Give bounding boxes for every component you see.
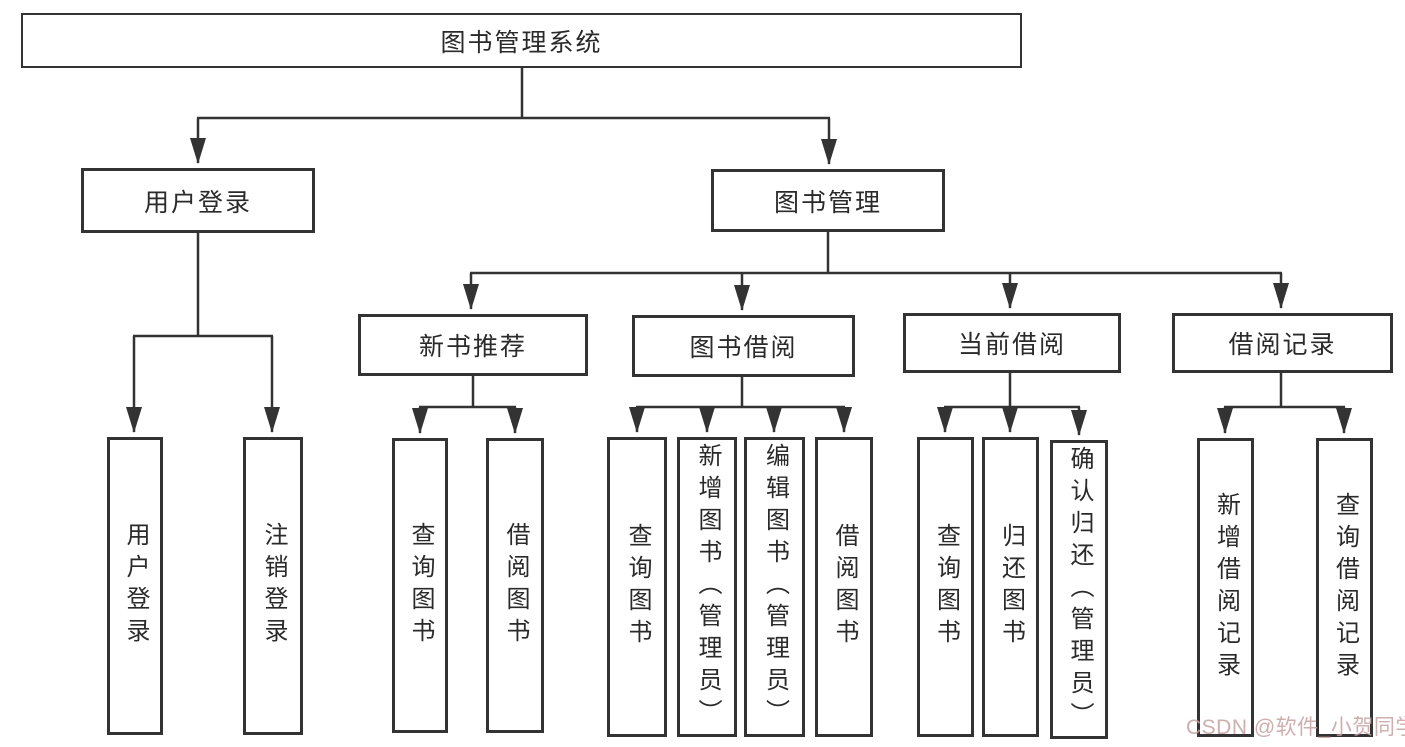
node-borrow-records: 借阅记录: [1172, 313, 1393, 373]
node-book-borrow-label: 图书借阅: [689, 334, 798, 362]
node-current-borrow: 当前借阅: [903, 313, 1121, 373]
leaf-current-query-books-label: 查询图书: [932, 523, 960, 651]
leaf-query-borrow-record: 查询借阅记录: [1316, 438, 1373, 737]
leaf-return-books: 归还图书: [982, 437, 1039, 737]
node-system-root-label: 图书管理系统: [440, 28, 603, 57]
leaf-confirm-return-admin-label: 确认归还（管理员）: [1066, 445, 1093, 734]
node-new-book-recommend: 新书推荐: [358, 314, 588, 376]
leaf-user-login-label: 用户登录: [122, 522, 149, 650]
leaf-return-books-label: 归还图书: [997, 523, 1025, 651]
node-borrow-records-label: 借阅记录: [1228, 331, 1337, 359]
leaf-query-borrow-record-label: 查询借阅记录: [1331, 491, 1359, 684]
leaf-edit-books-admin: 编辑图书（管理员）: [744, 437, 805, 737]
node-book-management-module-label: 图书管理: [773, 188, 882, 217]
leaf-logout: 注销登录: [243, 437, 303, 735]
node-book-borrow: 图书借阅: [632, 315, 855, 377]
leaf-newrec-query-books-label: 查询图书: [407, 521, 434, 650]
node-user-login-module: 用户登录: [81, 168, 315, 233]
leaf-confirm-return-admin: 确认归还（管理员）: [1050, 440, 1108, 739]
node-new-book-recommend-label: 新书推荐: [418, 333, 527, 361]
leaf-borrow-books: 借阅图书: [815, 437, 873, 737]
leaf-add-books-admin-label: 新增图书（管理员）: [694, 443, 721, 731]
leaf-newrec-borrow-books-label: 借阅图书: [502, 521, 529, 650]
leaf-newrec-query-books: 查询图书: [392, 438, 448, 733]
leaf-add-borrow-record: 新增借阅记录: [1197, 438, 1254, 737]
leaf-newrec-borrow-books: 借阅图书: [486, 438, 544, 733]
csdn-watermark: CSDN @软件_小贺同学: [1186, 716, 1405, 739]
node-user-login-module-label: 用户登录: [143, 188, 252, 217]
leaf-borrow-query-books-label: 查询图书: [624, 523, 651, 651]
node-system-root: 图书管理系统: [21, 13, 1022, 68]
leaf-borrow-books-label: 借阅图书: [831, 523, 858, 651]
node-current-borrow-label: 当前借阅: [957, 331, 1066, 359]
leaf-edit-books-admin-label: 编辑图书（管理员）: [761, 443, 789, 731]
leaf-logout-label: 注销登录: [260, 522, 287, 650]
leaf-user-login: 用户登录: [107, 437, 163, 735]
leaf-borrow-query-books: 查询图书: [607, 437, 667, 737]
leaf-add-books-admin: 新增图书（管理员）: [677, 437, 737, 737]
node-book-management-module: 图书管理: [711, 169, 945, 232]
leaf-current-query-books: 查询图书: [917, 437, 974, 737]
leaf-add-borrow-record-label: 新增借阅记录: [1212, 491, 1240, 684]
